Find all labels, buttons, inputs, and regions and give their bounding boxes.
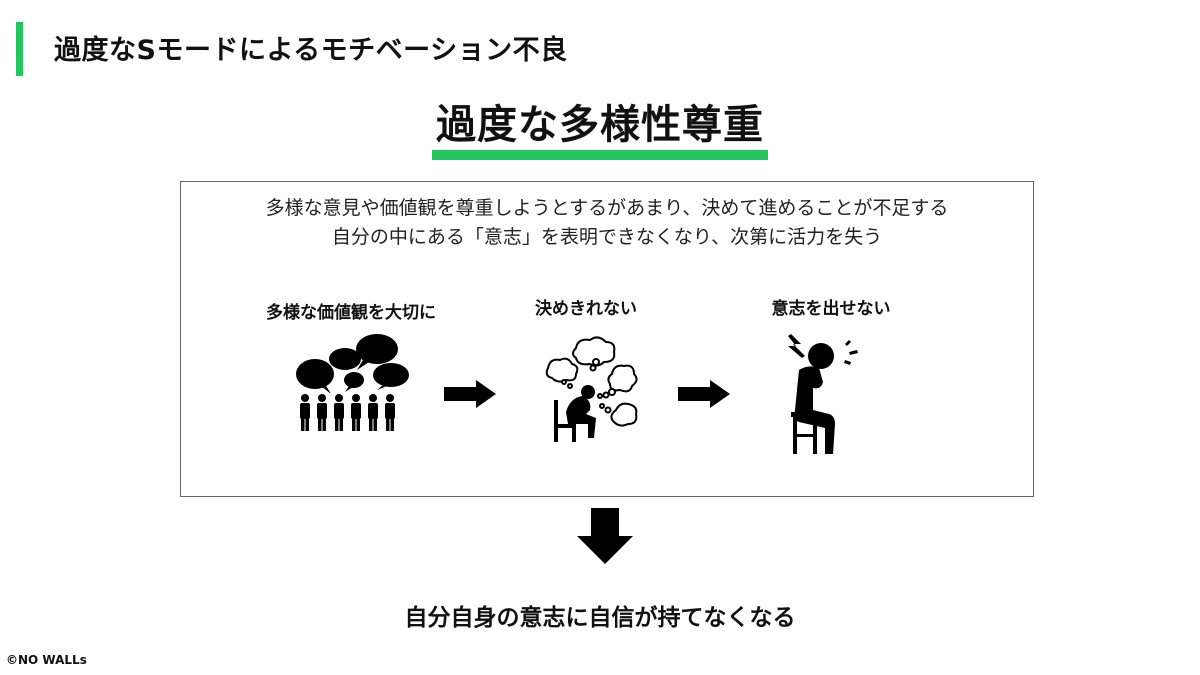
description: 多様な意見や価値観を尊重しようとするがあまり、決めて進めることが不足する 自分の… — [181, 194, 1033, 252]
content-box: 多様な意見や価値観を尊重しようとするがあまり、決めて進めることが不足する 自分の… — [180, 181, 1034, 497]
thinking-person-icon — [545, 336, 638, 442]
main-heading: 過度な多様性尊重 — [432, 92, 768, 160]
slide-title: 過度なSモードによるモチベーション不良 — [54, 35, 568, 66]
description-line-1: 多様な意見や価値観を尊重しようとするがあまり、決めて進めることが不足する — [265, 197, 949, 219]
crowd-speech-bubbles-icon — [296, 334, 409, 431]
description-line-2: 自分の中にある「意志」を表明できなくなり、次第に活力を失う — [331, 226, 883, 248]
arrow-right-icon — [444, 380, 496, 408]
step-label-3: 意志を出せない — [771, 299, 891, 319]
step-label-1: 多様な価値観を大切に — [266, 303, 436, 323]
distressed-person-icon — [788, 334, 858, 454]
conclusion-text: 自分自身の意志に自信が持てなくなる — [404, 605, 796, 631]
step-label-2: 決めきれない — [535, 299, 637, 319]
arrow-down-icon — [577, 508, 633, 564]
arrow-right-icon — [678, 380, 730, 408]
copyright: ©NO WALLs — [6, 653, 87, 667]
title-accent-bar — [16, 22, 23, 76]
